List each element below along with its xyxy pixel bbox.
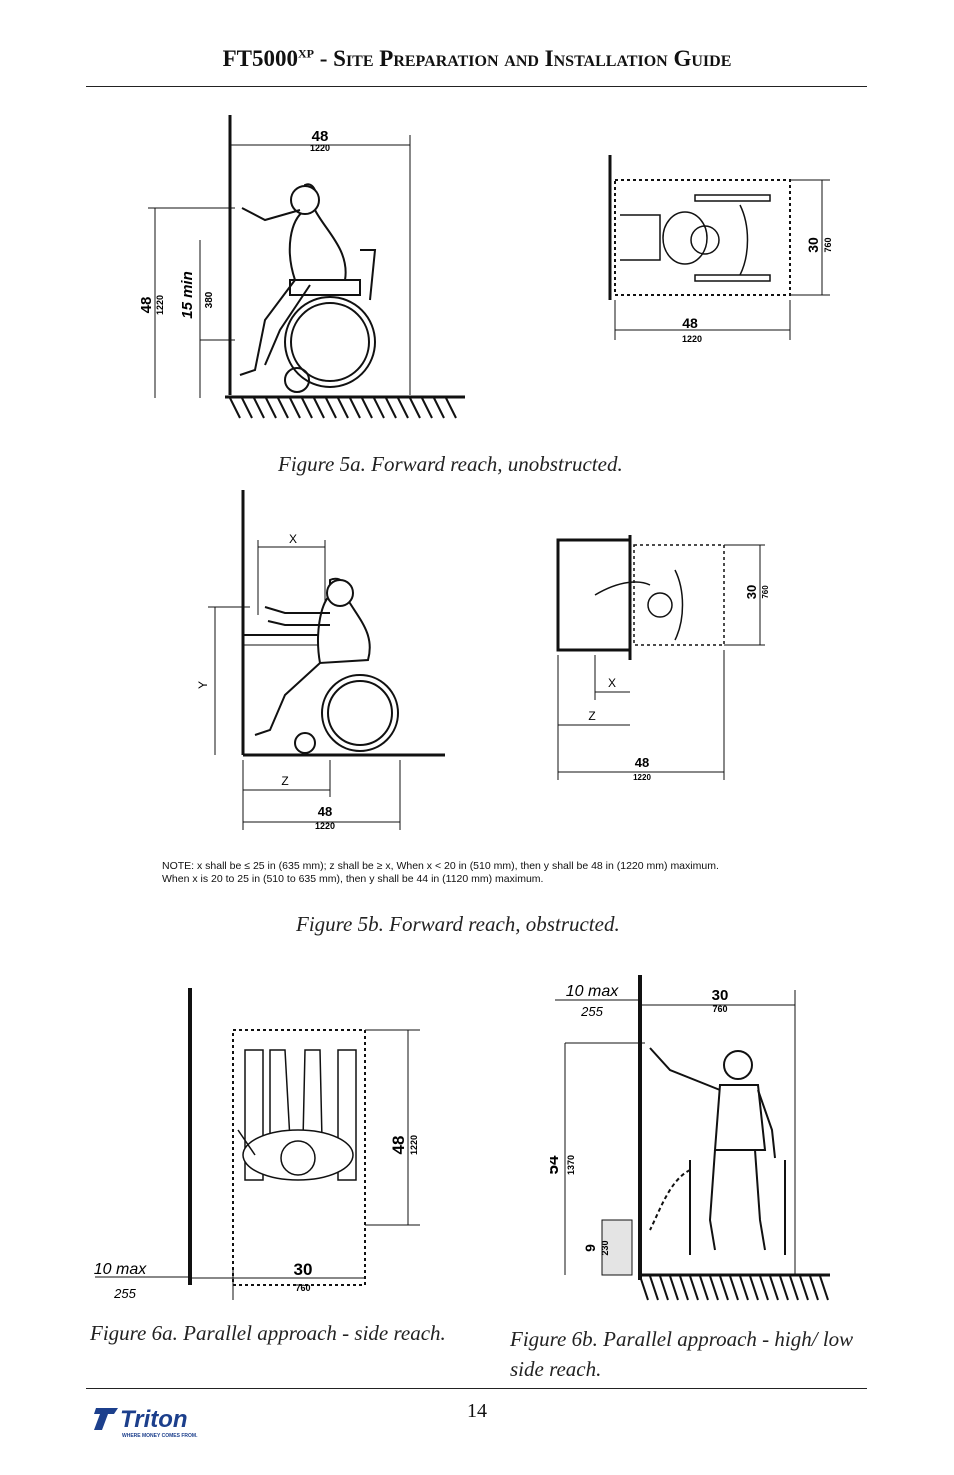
figure-6a-caption: Figure 6a. Parallel approach - side reac… [90, 1321, 446, 1345]
fig6b-dim-54: 54 [550, 1155, 562, 1174]
fig6a-dim-10-mm: 255 [113, 1286, 136, 1301]
figure-5a-caption: Figure 5a. Forward reach, unobstructed. [278, 452, 623, 476]
fig5b-plan-30: 30 [744, 585, 759, 599]
figure-5b-plan: 30 760 X Z 48 1220 [556, 535, 770, 782]
fig6b-dim-30-mm: 760 [712, 1004, 727, 1014]
fig5a-plan-h-mm: 760 [823, 237, 833, 252]
fig5a-plan-h: 30 [805, 237, 821, 253]
logo-tagline: WHERE MONEY COMES FROM. [122, 1433, 198, 1439]
figure-6b-elevation: 10 max 255 30 760 54 1370 9 230 [550, 975, 830, 1301]
figure-6a-plan: 48 1220 10 max 255 30 760 [94, 988, 420, 1301]
fig6b-dim-10-mm: 255 [580, 1004, 603, 1019]
fig5b-plan-48-mm: 1220 [633, 773, 651, 782]
fig5a-plan-w-mm: 1220 [682, 334, 702, 344]
fig6b-dim-54-mm: 1370 [566, 1155, 576, 1175]
fig5b-x-label: X [289, 532, 297, 546]
fig5b-z-label: Z [281, 774, 288, 788]
triton-logo: Triton WHERE MONEY COMES FROM. [94, 1402, 234, 1447]
figure-5a-elevation: 48 1220 48 1220 15 min 380 [138, 115, 465, 419]
fig6b-dim-30: 30 [712, 987, 729, 1004]
figure-5b-note: NOTE: x shall be ≤ 25 in (635 mm); z sha… [162, 860, 852, 886]
fig5b-plan-z: Z [588, 709, 595, 723]
header-model-sup: XP [298, 46, 314, 61]
fig6a-dim-30-mm: 760 [295, 1283, 310, 1293]
fig5b-plan-x: X [608, 676, 616, 690]
fig5a-dim-min: 15 min [179, 271, 196, 319]
fig6a-dim-10: 10 max [94, 1261, 147, 1278]
figure-6b-caption: Figure 6b. Parallel approach - high/ low… [510, 1327, 854, 1381]
fig6b-dim-9: 9 [582, 1244, 598, 1252]
fig6b-dim-9-mm: 230 [600, 1240, 610, 1255]
note-line-1: NOTE: x shall be ≤ 25 in (635 mm); z sha… [162, 860, 719, 872]
figure-5a-plan: 30 760 48 1220 [608, 155, 833, 344]
page-number: 14 [467, 1400, 487, 1422]
header-title: - Site Preparation and Installation Guid… [314, 46, 732, 71]
fig5b-y-label: Y [196, 681, 210, 689]
fig6a-dim-48: 48 [389, 1136, 408, 1155]
fig5a-dim-height: 48 [138, 297, 155, 314]
logo-wordmark: Triton [120, 1406, 188, 1433]
fig6a-dim-30: 30 [294, 1260, 313, 1279]
figure-5b-elevation: X Y Z 48 1220 [196, 490, 445, 831]
page-header: FT5000XP - Site Preparation and Installa… [0, 46, 954, 72]
header-model: FT5000 [222, 46, 298, 71]
fig5b-dim-48-mm: 1220 [315, 821, 335, 831]
fig5a-dim-min-mm: 380 [204, 291, 215, 308]
fig5b-plan-48: 48 [635, 755, 649, 770]
triton-logo-icon: Triton WHERE MONEY COMES FROM. [94, 1406, 198, 1439]
note-line-2: When x is 20 to 25 in (510 to 635 mm), t… [162, 873, 544, 885]
fig5a-dim-height-mm: 1220 [155, 295, 165, 315]
fig6b-dim-10: 10 max [566, 983, 619, 1000]
fig5b-plan-30-mm: 760 [761, 585, 770, 599]
fig5a-plan-w: 48 [682, 315, 698, 331]
header-rule [86, 86, 867, 87]
fig5a-dim-top: 48 [312, 128, 329, 145]
fig6a-dim-48-mm: 1220 [409, 1135, 419, 1155]
fig5b-dim-48: 48 [318, 804, 332, 819]
footer-rule [86, 1388, 867, 1389]
figure-5b-caption: Figure 5b. Forward reach, obstructed. [296, 912, 620, 936]
fig5a-dim-top-mm: 1220 [310, 143, 330, 153]
